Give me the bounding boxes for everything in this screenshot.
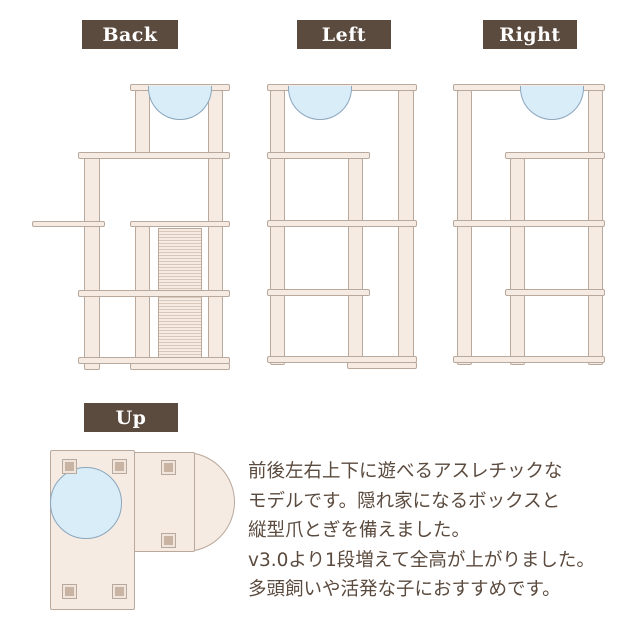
- shelf: [505, 152, 605, 159]
- post: [348, 158, 363, 365]
- post: [84, 157, 100, 370]
- post: [588, 90, 603, 365]
- shelf: [267, 220, 417, 227]
- description-line: 多頭飼いや活発な子におすすめです。: [248, 579, 561, 600]
- post: [270, 90, 285, 365]
- back-view-label: Back: [82, 20, 178, 49]
- post-top: [112, 584, 127, 599]
- post: [457, 90, 472, 365]
- post: [135, 90, 150, 158]
- description-line: 縦型爪とぎを備えました。: [248, 520, 471, 541]
- shelf: [267, 152, 370, 159]
- base: [130, 363, 230, 370]
- post: [510, 158, 525, 365]
- product-description: 前後左右上下に遊べるアスレチックな モデルです。隠れ家になるボックスと 縦型爪と…: [248, 457, 595, 605]
- right-view-label: Right: [483, 20, 577, 49]
- post-top: [161, 460, 176, 475]
- up-view-label: Up: [84, 403, 178, 432]
- description-line: v3.0より1段増えて全高が上がりました。: [248, 549, 595, 571]
- post-top: [62, 584, 77, 599]
- post-top: [62, 459, 77, 474]
- post: [208, 90, 223, 370]
- shelf: [32, 221, 105, 227]
- shelf: [267, 289, 370, 296]
- left-view-label: Left: [297, 20, 391, 49]
- description-line: モデルです。隠れ家になるボックスと: [248, 490, 561, 512]
- post: [398, 90, 414, 365]
- base: [347, 362, 417, 369]
- post-top: [161, 533, 176, 548]
- shelf: [453, 356, 605, 363]
- post-top: [112, 459, 127, 474]
- shelf: [267, 356, 417, 363]
- shelf: [78, 290, 230, 297]
- bowl: [148, 86, 212, 120]
- shelf: [505, 289, 605, 296]
- bowl: [520, 86, 584, 120]
- shelf: [130, 221, 230, 227]
- shelf: [78, 152, 230, 159]
- bowl-top: [50, 467, 122, 539]
- shelf: [453, 220, 605, 227]
- bowl: [288, 86, 352, 120]
- description-line: 前後左右上下に遊べるアスレチックな: [248, 461, 563, 482]
